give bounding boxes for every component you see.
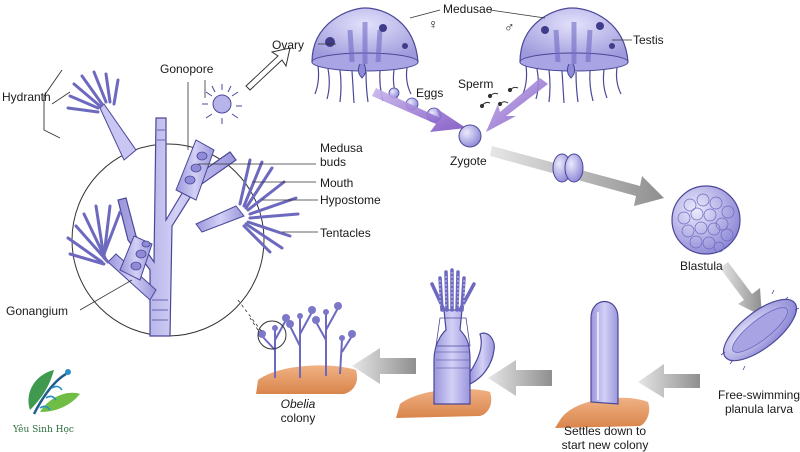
label-sperm: Sperm (458, 77, 494, 91)
blastula-to-planula-arrow (720, 262, 762, 316)
label-medusa-buds-line1: Medusa (320, 141, 363, 155)
sperm (479, 86, 519, 109)
two-cell-stage (552, 153, 584, 183)
colony-leaders (51, 80, 318, 311)
egg-to-zygote-arrow (372, 88, 466, 132)
label-obelia-colony: Obelia colony (258, 397, 338, 425)
obelia-colony-drawing (256, 302, 358, 394)
settle-to-polyp-arrow (488, 360, 552, 396)
zygote-cell (458, 124, 482, 148)
label-zygote: Zygote (450, 154, 487, 168)
logo-text: Yêu Sinh Học (13, 425, 74, 435)
label-hypostome: Hypostome (320, 193, 381, 207)
label-testis: Testis (633, 33, 664, 47)
settling-polyp (555, 301, 650, 428)
label-colony: colony (280, 411, 316, 425)
male-medusa (519, 7, 629, 104)
label-medusa-buds: Medusa buds (320, 141, 363, 169)
polyp-to-colony-arrow (352, 348, 416, 384)
label-obelia: Obelia (280, 397, 316, 411)
medusae-leader (409, 9, 546, 19)
label-settles-line2: start new colony (561, 438, 649, 452)
sperm-to-zygote-arrow (486, 78, 548, 132)
label-planula-line2: planula larva (724, 402, 794, 416)
label-mouth: Mouth (320, 176, 354, 190)
label-medusa-buds-line2: buds (320, 155, 347, 169)
planula-to-settle-arrow (638, 364, 700, 398)
label-planula: Free-swimming planula larva (718, 388, 800, 416)
label-gonangium: Gonangium (6, 304, 69, 318)
blastula-cell (671, 185, 741, 255)
label-blastula: Blastula (680, 259, 723, 273)
label-medusae: Medusae (443, 2, 493, 16)
planula-larva (720, 289, 800, 371)
female-medusa (311, 7, 419, 104)
label-ovary: Ovary (272, 38, 305, 52)
label-settles: Settles down to start new colony (545, 424, 665, 452)
label-gonopore: Gonopore (160, 62, 214, 76)
site-logo (12, 362, 88, 422)
label-settles-line1: Settles down to (563, 424, 647, 438)
label-eggs: Eggs (416, 86, 444, 100)
young-colony (396, 268, 495, 418)
label-planula-line1: Free-swimming (718, 388, 800, 402)
label-hydranth: Hydranth (2, 90, 51, 104)
male-symbol: ♂ (504, 19, 515, 35)
female-symbol: ♀ (428, 16, 439, 32)
label-tentacles: Tentacles (320, 226, 371, 240)
released-medusa (202, 84, 242, 124)
magnified-colony (43, 47, 300, 337)
